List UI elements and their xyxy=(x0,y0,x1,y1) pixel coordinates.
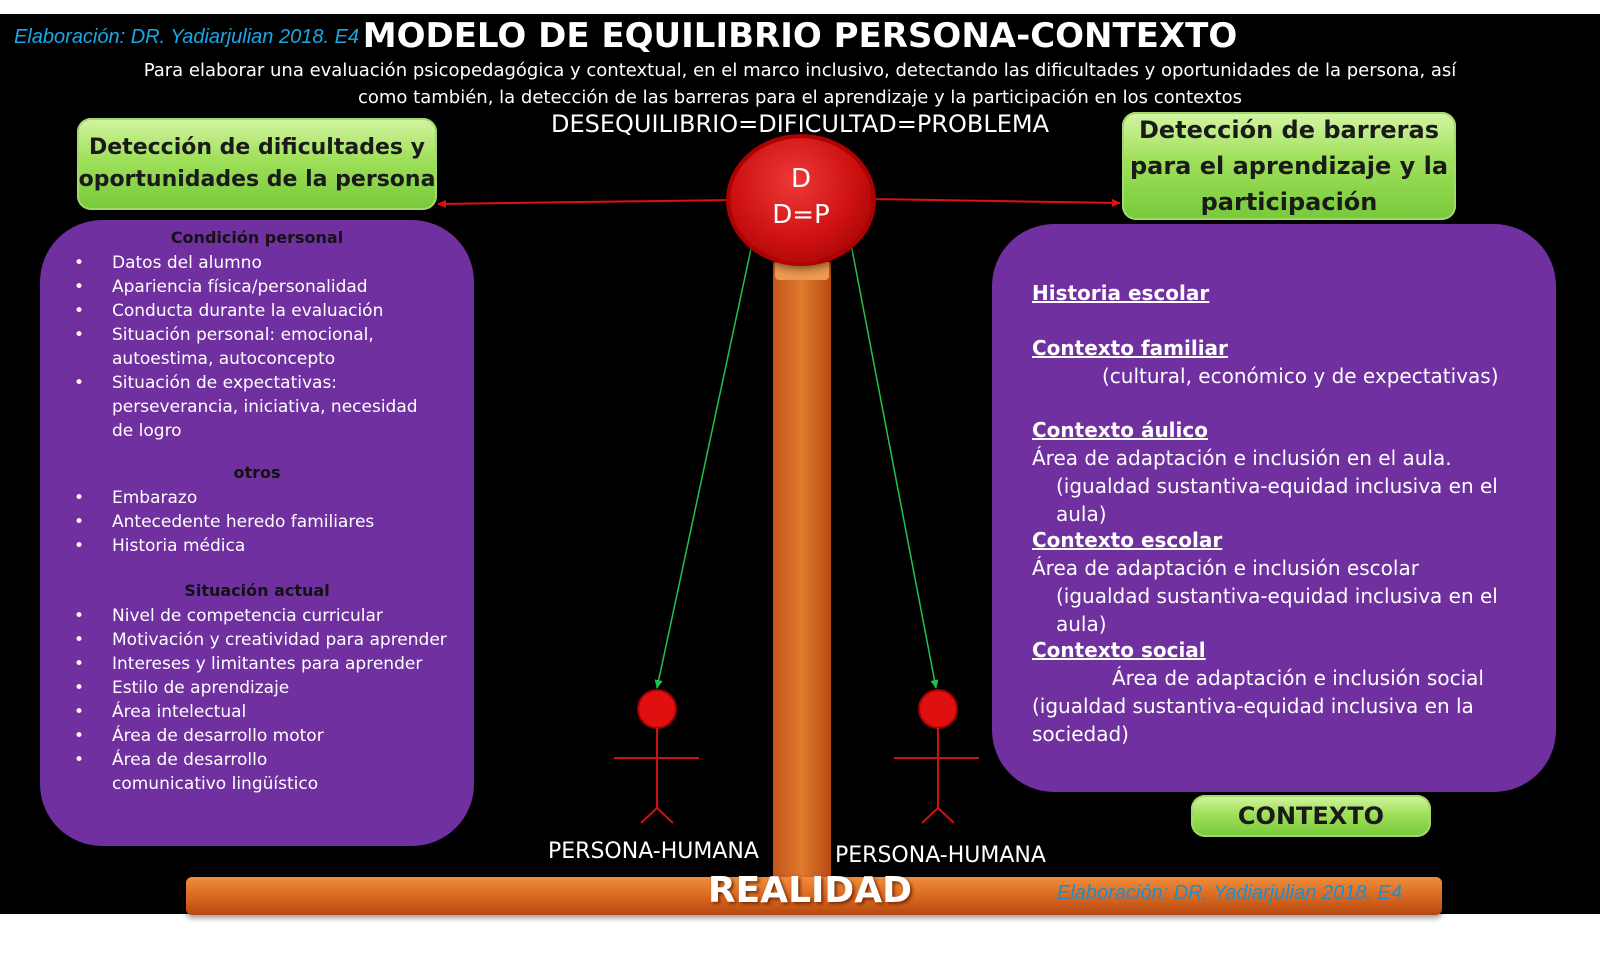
context-detail: Área de adaptación e inclusión social xyxy=(1112,666,1484,690)
list-item: Área intelectual xyxy=(40,700,474,724)
list-item: Situación personal: emocional, autoestim… xyxy=(40,323,474,371)
situacion-actual-list: Nivel de competencia curricular Motivaci… xyxy=(40,604,474,796)
author-credit-top: Elaboración: DR. Yadiarjulian 2018. E4 xyxy=(14,26,360,48)
context-title: Contexto social xyxy=(1032,638,1206,662)
hub-label-dp: D=P xyxy=(772,200,830,230)
otros-list: Embarazo Antecedente heredo familiares H… xyxy=(40,486,474,558)
section-title-condicion-personal: Condición personal xyxy=(170,228,344,247)
context-familiar: Contexto familiar (cultural, económico y… xyxy=(1032,334,1552,390)
context-detail: (igualdad sustantiva-equidad inclusiva e… xyxy=(1056,584,1498,636)
context-title: Contexto áulico xyxy=(1032,418,1208,442)
subtitle-line-1: Para elaborar una evaluación psicopedagó… xyxy=(143,60,1457,81)
context-detail: (igualdad sustantiva-equidad inclusiva e… xyxy=(1056,474,1498,526)
context-historia-escolar: Historia escolar xyxy=(1032,279,1552,307)
list-item: Área de desarrollo motor xyxy=(40,724,474,748)
balance-hub-circle: D D=P xyxy=(730,138,872,262)
list-item: Datos del alumno xyxy=(40,251,474,275)
hub-label-d: D xyxy=(790,164,812,194)
context-aulico: Contexto áulico Área de adaptación e inc… xyxy=(1032,416,1552,528)
list-item: Antecedente heredo familiares xyxy=(40,510,474,534)
section-title-situacion-actual: Situación actual xyxy=(184,581,330,600)
context-detail: (cultural, económico y de expectativas) xyxy=(1102,364,1499,388)
person-detection-heading: Detección de dificultades y oportunidade… xyxy=(77,118,437,210)
barriers-heading-line-2: para el aprendizaje y la xyxy=(1129,152,1449,180)
list-item: Conducta durante la evaluación xyxy=(40,299,474,323)
context-detail: (igualdad sustantiva-equidad inclusiva e… xyxy=(1032,694,1474,746)
reality-label: REALIDAD xyxy=(707,870,913,911)
list-item: Nivel de competencia curricular xyxy=(40,604,474,628)
barriers-detection-heading: Detección de barreras para el aprendizaj… xyxy=(1122,112,1456,220)
contexto-label-box: CONTEXTO xyxy=(1191,795,1431,837)
equation-label: DESEQUILIBRIO=DIFICULTAD=PROBLEMA xyxy=(550,110,1050,138)
list-item: Apariencia física/personalidad xyxy=(40,275,474,299)
person-label-right: PERSONA-HUMANA xyxy=(835,843,1046,868)
author-credit-bottom: Elaboración: DR. Yadiarjulian 2018. E4 xyxy=(1057,882,1403,904)
list-item: Intereses y limitantes para aprender xyxy=(40,652,474,676)
person-heading-line-2: oportunidades de la persona xyxy=(78,167,436,192)
context-title: Contexto escolar xyxy=(1032,528,1223,552)
barriers-heading-line-3: participación xyxy=(1200,188,1378,216)
list-item: Motivación y creatividad para aprender xyxy=(40,628,474,652)
context-detail: Área de adaptación e inclusión en el aul… xyxy=(1032,446,1452,470)
reality-base-bar xyxy=(186,877,1442,915)
list-item: Situación de expectativas: perseverancia… xyxy=(40,371,474,443)
person-conditions-panel: Condición personal Datos del alumno Apar… xyxy=(40,220,474,846)
list-item: Historia médica xyxy=(40,534,474,558)
context-title: Historia escolar xyxy=(1032,281,1210,305)
person-label-left: PERSONA-HUMANA xyxy=(548,839,759,864)
barriers-heading-line-1: Detección de barreras xyxy=(1138,116,1439,144)
diagram-subtitle: Para elaborar una evaluación psicopedagó… xyxy=(110,57,1490,111)
list-item: Área de desarrollo comunicativo lingüíst… xyxy=(40,748,474,796)
context-social: Contexto social Área de adaptación e inc… xyxy=(1032,636,1552,748)
context-title: Contexto familiar xyxy=(1032,336,1228,360)
section-title-otros: otros xyxy=(233,463,281,482)
diagram-title: MODELO DE EQUILIBRIO PERSONA-CONTEXTO xyxy=(362,16,1238,56)
person-heading-line-1: Detección de dificultades y xyxy=(89,135,425,160)
subtitle-line-2: como también, la detección de las barrer… xyxy=(357,87,1242,108)
balance-pole xyxy=(773,262,831,877)
contexts-panel: Historia escolar Contexto familiar (cult… xyxy=(992,224,1556,792)
context-detail: Área de adaptación e inclusión escolar xyxy=(1032,556,1419,580)
condicion-personal-list: Datos del alumno Apariencia física/perso… xyxy=(40,251,474,443)
list-item: Estilo de aprendizaje xyxy=(40,676,474,700)
context-escolar: Contexto escolar Área de adaptación e in… xyxy=(1032,526,1552,638)
list-item: Embarazo xyxy=(40,486,474,510)
balance-pole-cap xyxy=(775,260,829,280)
